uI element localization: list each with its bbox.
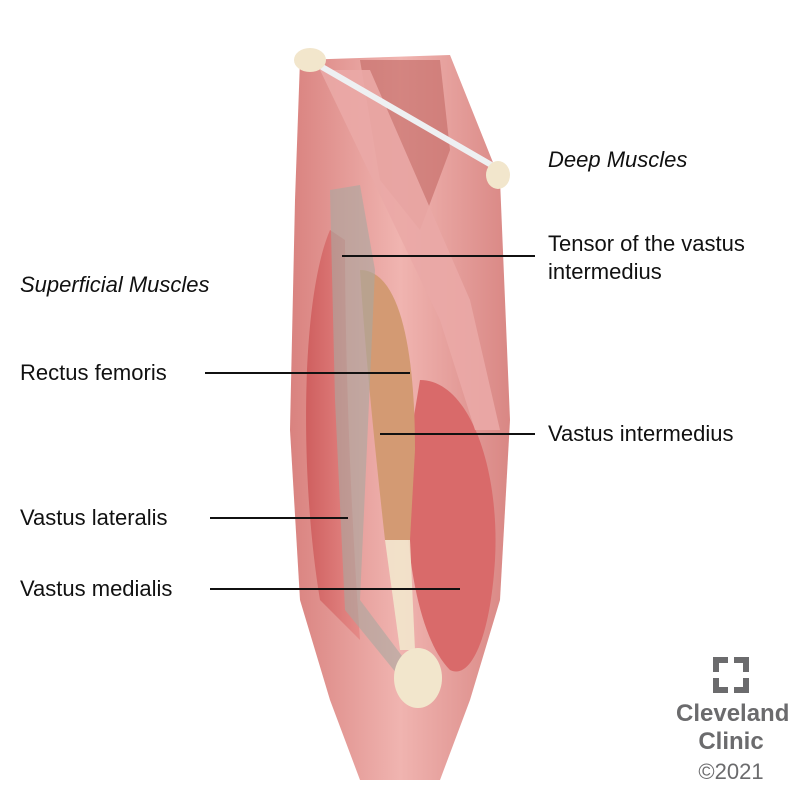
leader-line-tensor xyxy=(342,255,535,257)
patella xyxy=(394,648,442,708)
copyright: ©2021 xyxy=(698,759,764,784)
logo-line1: Cleveland xyxy=(676,700,790,727)
leader-line-vastus-lateralis xyxy=(210,517,348,519)
label-rectus-femoris: Rectus femoris xyxy=(20,360,167,385)
label-tensor-line1: Tensor of the vastus xyxy=(548,231,745,256)
quad-tendon xyxy=(385,540,415,650)
tensor-band-shape xyxy=(330,185,420,690)
leader-line-vastus-intermedius xyxy=(380,433,535,435)
label-vastus-intermedius: Vastus intermedius xyxy=(548,421,734,446)
hip-bone xyxy=(294,48,326,72)
deep-muscles-heading: Deep Muscles xyxy=(548,147,688,172)
cleveland-clinic-cross-icon xyxy=(713,657,749,693)
hip-bone-right xyxy=(486,161,510,189)
sartorius-shape xyxy=(320,70,500,430)
superficial-muscles-heading: Superficial Muscles xyxy=(20,272,210,297)
logo-line2: Clinic xyxy=(698,728,764,755)
vastus-medialis-shape xyxy=(405,380,496,672)
vastus-intermedius-shape xyxy=(360,270,415,540)
leader-line-vastus-medialis xyxy=(210,588,460,590)
label-vastus-lateralis: Vastus lateralis xyxy=(20,505,168,530)
cleveland-clinic-logo: Cleveland Clinic ©2021 xyxy=(676,655,790,786)
label-tensor-line2: intermedius xyxy=(548,259,662,284)
label-vastus-medialis: Vastus medialis xyxy=(20,576,173,601)
leader-line-rectus-femoris xyxy=(205,372,410,374)
